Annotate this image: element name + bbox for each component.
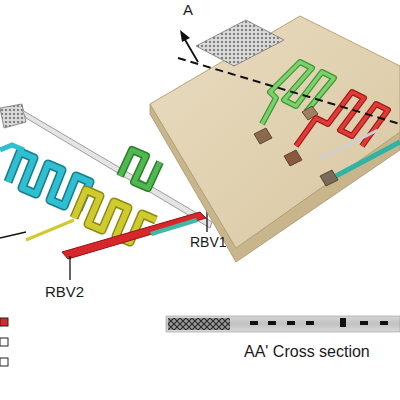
chip-clear-channel xyxy=(318,130,378,160)
valve-label: RBV2 xyxy=(45,284,84,299)
section-line xyxy=(178,58,400,124)
channel-section xyxy=(306,321,314,325)
channel-section xyxy=(340,318,346,327)
reservoir xyxy=(284,150,302,166)
section-marker: A xyxy=(183,2,193,17)
channel-layer-outline xyxy=(120,150,160,188)
yellow-channel-inlet xyxy=(26,220,74,240)
chip-red-channel xyxy=(296,92,388,146)
channel-section xyxy=(287,321,295,325)
chip-top xyxy=(150,16,400,248)
legend-swatch xyxy=(0,318,8,326)
cross-section-strip xyxy=(166,316,400,332)
chip-red-channel xyxy=(296,92,388,146)
cross-section-mesh xyxy=(168,318,230,330)
mesh-layer xyxy=(0,104,26,128)
red-valve-channel xyxy=(62,212,206,259)
legend-swatch xyxy=(0,358,8,366)
chip-mesh-filter xyxy=(196,20,284,66)
legend-swatch xyxy=(0,338,8,346)
valve-label: RBV1 xyxy=(190,235,227,249)
channel-section xyxy=(250,321,258,325)
green-serpentine-channel xyxy=(120,150,160,188)
view-caption: AA' Cross section xyxy=(244,344,370,360)
channel-section xyxy=(380,321,388,325)
section-arrow xyxy=(184,38,198,62)
reservoir xyxy=(320,170,338,186)
reservoir xyxy=(254,128,272,144)
arrowhead xyxy=(180,30,190,42)
reservoir xyxy=(302,106,318,120)
channel-section xyxy=(268,321,276,325)
teal-channel xyxy=(150,218,198,236)
leader-line xyxy=(0,232,26,238)
leader-line xyxy=(69,256,70,280)
cyan-channel-inlet xyxy=(0,145,24,150)
channel-section xyxy=(360,321,368,325)
